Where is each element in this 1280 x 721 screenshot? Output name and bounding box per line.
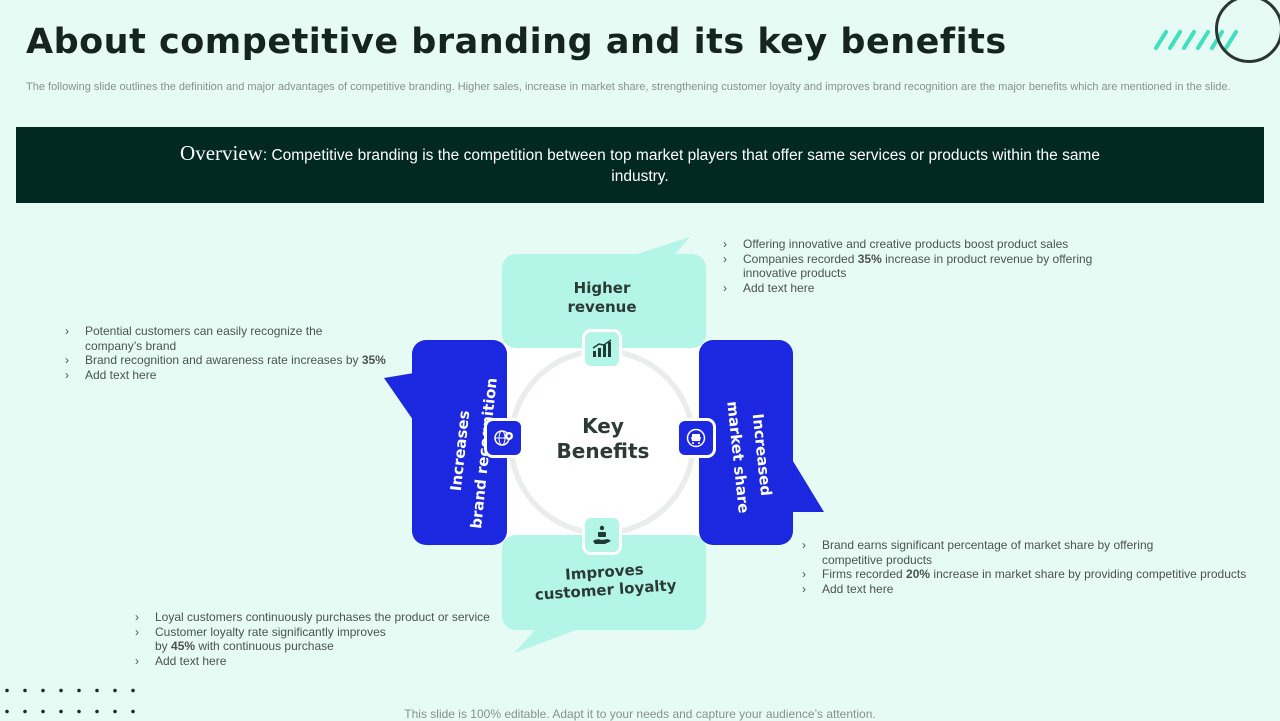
- hand-giving-icon: [585, 518, 619, 552]
- center-label-line1: Key: [582, 414, 624, 438]
- label-line2: revenue: [567, 298, 637, 316]
- point-text: Customer loyalty rate significantly impr…: [155, 624, 386, 654]
- center-label-line2: Benefits: [556, 439, 650, 463]
- overview-text: Overview: Competitive branding is the co…: [160, 143, 1120, 187]
- list-item: Potential customers can easily recognize…: [65, 324, 345, 353]
- globe-gear-icon: [487, 421, 521, 455]
- decorative-circle: [1215, 0, 1280, 63]
- list-item: Loyal customers continuously purchases t…: [135, 610, 515, 625]
- growth-chart-icon: [585, 332, 619, 366]
- left-callout: [384, 340, 507, 545]
- list-item: Firms recorded 20% increase in market sh…: [802, 567, 1262, 582]
- market-share-icon: [679, 421, 713, 455]
- label-line1: Higher: [573, 279, 631, 297]
- customer-loyalty-points: Loyal customers continuously purchases t…: [135, 610, 515, 668]
- point-highlight: 45%: [171, 639, 196, 653]
- point-text: with continuous purchase: [195, 639, 334, 653]
- point-text: Brand recognition and awareness rate inc…: [85, 353, 362, 367]
- footer-note: This slide is 100% editable. Adapt it to…: [404, 707, 876, 721]
- overview-definition: : Competitive branding is the competitio…: [262, 147, 1100, 185]
- point-text: Loyal customers continuously purchases t…: [155, 610, 490, 624]
- overview-banner: Overview: Competitive branding is the co…: [16, 127, 1264, 203]
- point-highlight: 35%: [361, 353, 386, 367]
- bottom-callout: [502, 535, 706, 653]
- point-text: Add text here: [822, 581, 894, 596]
- point-text: Offering innovative and creative product…: [743, 237, 1069, 251]
- top-callout: [502, 237, 706, 348]
- point-text: increase in product revenue by offering …: [743, 251, 1093, 281]
- point-highlight: 20%: [906, 567, 931, 581]
- overview-label: Overview: [180, 141, 263, 165]
- list-item: Add text here: [135, 654, 515, 669]
- point-text: increase in market share by providing co…: [930, 567, 1247, 581]
- right-callout: [699, 340, 824, 545]
- list-item: Brand recognition and awareness rate inc…: [65, 353, 395, 368]
- point-text: Add text here: [743, 280, 815, 295]
- benefit-label-higher-revenue: Higher revenue: [532, 279, 672, 317]
- page-subtitle: The following slide outlines the definit…: [26, 81, 1231, 93]
- list-item: Brand earns significant percentage of ma…: [802, 538, 1182, 567]
- list-item: Companies recorded 35% increase in produ…: [723, 252, 1103, 281]
- list-item: Customer loyalty rate significantly impr…: [135, 625, 395, 654]
- point-text: Add text here: [85, 367, 157, 382]
- point-text: Brand earns significant percentage of ma…: [822, 538, 1154, 567]
- list-item: Add text here: [723, 281, 1103, 296]
- center-label: Key Benefits: [540, 414, 666, 464]
- point-text: Companies recorded: [743, 251, 858, 266]
- point-text: Add text here: [155, 653, 227, 668]
- decorative-dots: [0, 680, 145, 720]
- market-share-points: Brand earns significant percentage of ma…: [802, 538, 1262, 596]
- list-item: Add text here: [802, 582, 1262, 597]
- point-highlight: 35%: [857, 251, 882, 266]
- point-text: Potential customers can easily recognize…: [85, 324, 323, 353]
- point-text: Firms recorded: [822, 567, 907, 581]
- list-item: Offering innovative and creative product…: [723, 237, 1103, 252]
- list-item: Add text here: [65, 368, 395, 383]
- brand-recognition-points: Potential customers can easily recognize…: [65, 324, 395, 382]
- page-title: About competitive branding and its key b…: [26, 22, 1007, 62]
- higher-revenue-points: Offering innovative and creative product…: [723, 237, 1103, 295]
